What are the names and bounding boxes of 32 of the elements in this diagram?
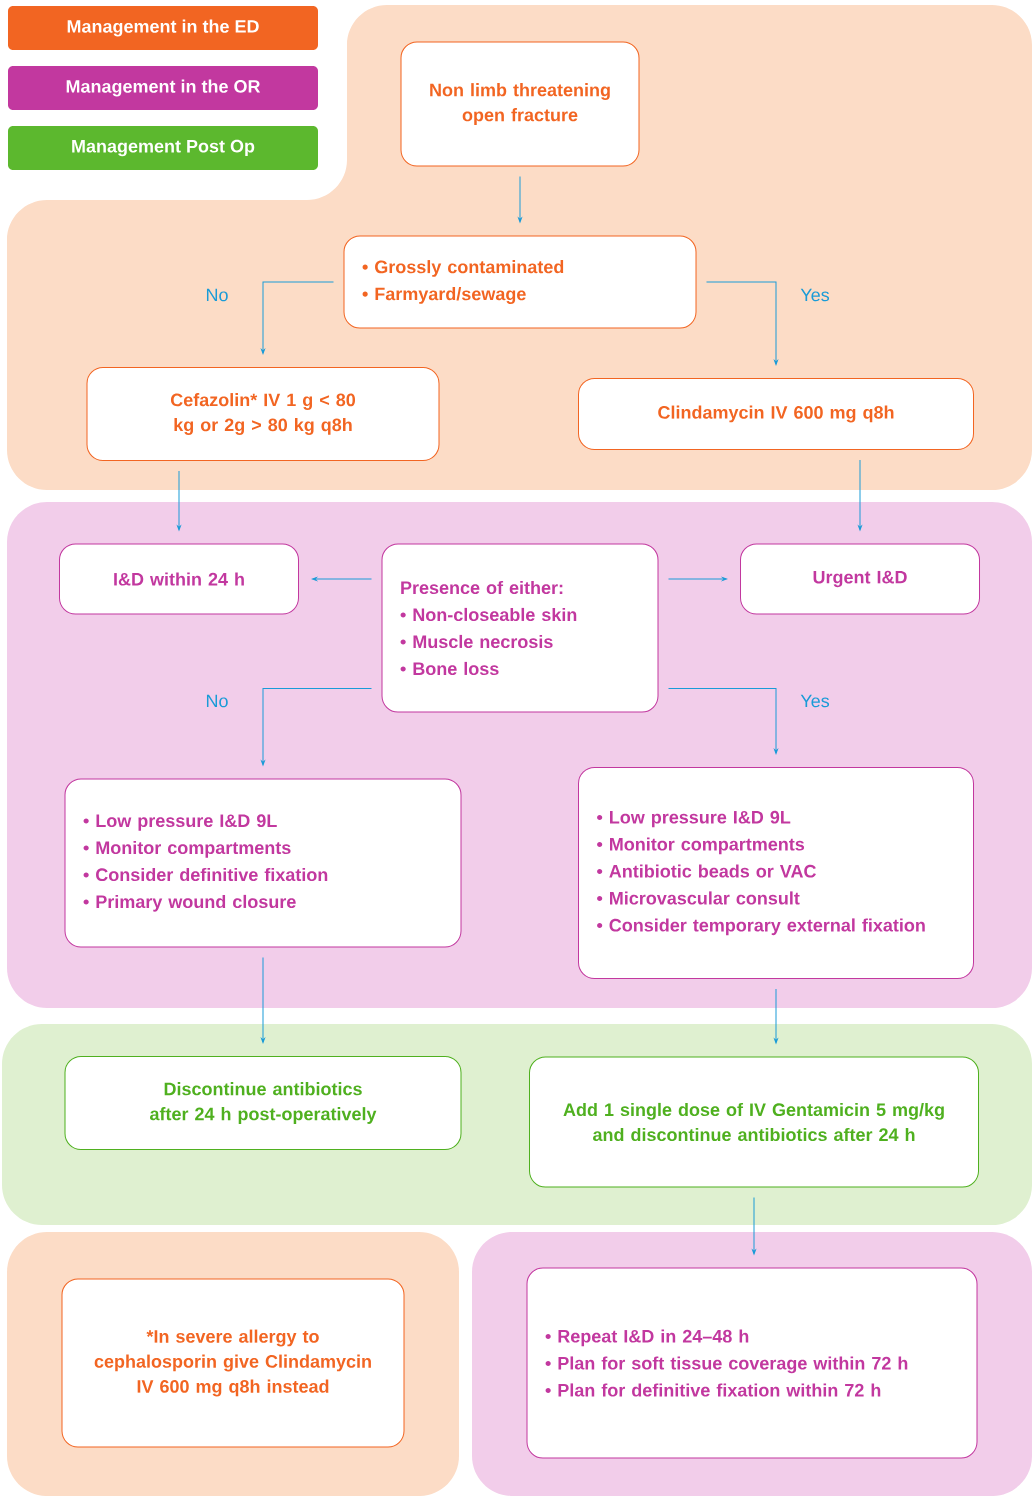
arrow [752, 1197, 756, 1255]
arrow [706, 281, 778, 365]
edge-label: No [206, 694, 228, 708]
process-box: Cefazolin* IV 1 g < 80 kg or 2g > 80 kg q8h [86, 367, 440, 461]
arrow [261, 281, 334, 354]
arrow [261, 688, 372, 766]
list-box: • Grossly contaminated • Farmyard/sewage [343, 235, 697, 329]
arrow [261, 957, 265, 1044]
process-box: Add 1 single dose of IV Gentamicin 5 mg/kg and discontinue antibiotics after 24 h [529, 1056, 979, 1188]
legend-item: Management Post Op [8, 126, 318, 170]
list-box: • Repeat I&D in 24–48 h • Plan for soft tissue coverage within 72 h • Plan for definitive fixation within 72 h [526, 1267, 978, 1459]
list-box: • Low pressure I&D 9L • Monitor compartments • Antibiotic beads or VAC • Microvascular consult • Consider temporary external fixation [578, 767, 974, 979]
arrow [312, 577, 372, 581]
process-box: Urgent I&D [740, 543, 980, 615]
arrow [668, 577, 727, 581]
arrow [518, 176, 522, 223]
process-box: Non limb threatening open fracture [400, 41, 640, 167]
legend-item: Management in the OR [8, 66, 318, 110]
arrow [858, 459, 862, 531]
process-box: Discontinue antibiotics after 24 h post-operatively [64, 1056, 462, 1150]
arrow [668, 688, 778, 754]
edge-label: Yes [800, 288, 830, 302]
arrow [177, 470, 181, 531]
process-box: *In severe allergy to cephalosporin give Clindamycin IV 600 mg q8h instead [61, 1278, 405, 1448]
edge-label: No [206, 288, 228, 302]
process-box: Clindamycin IV 600 mg q8h [578, 378, 974, 450]
list-box: Presence of either: • Non-closeable skin • Muscle necrosis • Bone loss [381, 543, 659, 713]
list-box: • Low pressure I&D 9L • Monitor compartments • Consider definitive fixation • Primary wound closure [64, 778, 462, 948]
process-box: I&D within 24 h [59, 543, 299, 615]
arrow [774, 988, 778, 1044]
legend-item: Management in the ED [8, 6, 318, 50]
edge-label: Yes [800, 694, 830, 708]
